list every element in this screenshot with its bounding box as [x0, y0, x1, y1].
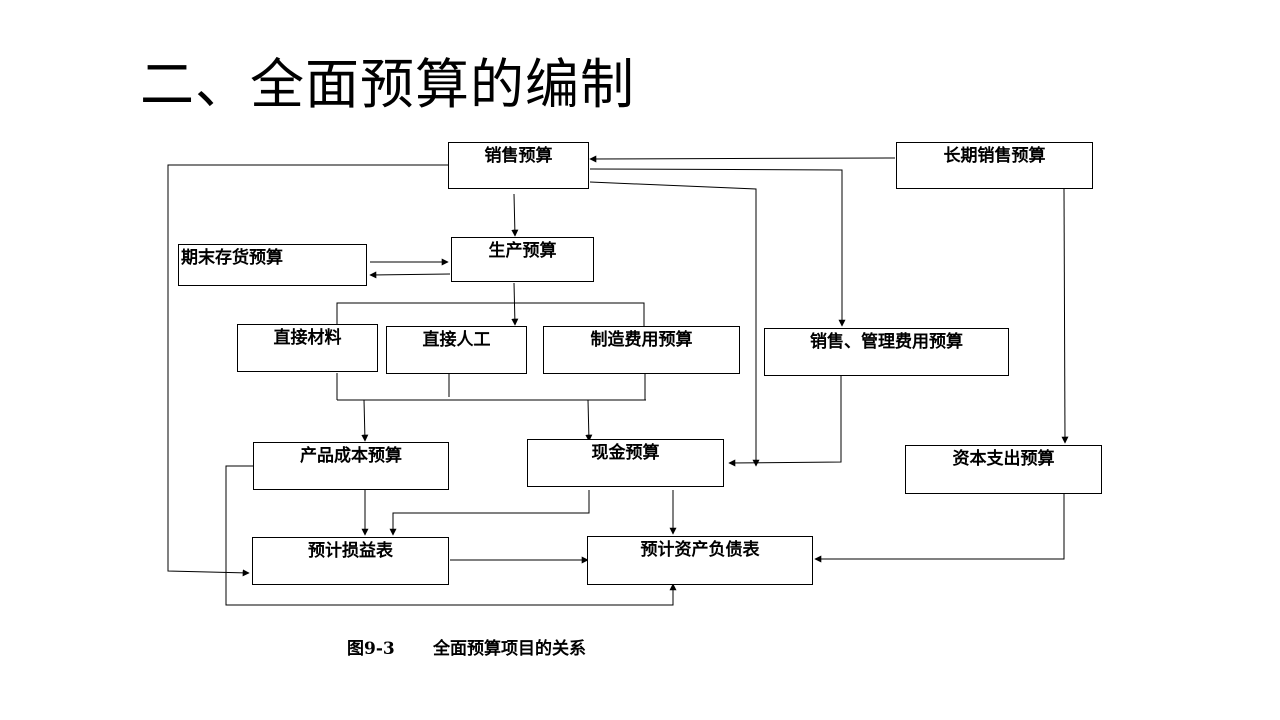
- slide-title: 二、全面预算的编制: [140, 53, 635, 116]
- node-long-term-sales-budget: 长期销售预算: [896, 142, 1093, 189]
- node-product-cost-budget: 产品成本预算: [253, 442, 449, 490]
- node-ending-inventory-budget: 期末存货预算: [178, 244, 367, 286]
- arrow-sales-to-cash: [589, 181, 760, 467]
- node-direct-labor: 直接人工: [386, 326, 527, 374]
- node-cash-budget: 现金预算: [527, 439, 724, 487]
- node-manufacturing-overhead-budget: 制造费用预算: [543, 326, 740, 374]
- arrow-long-term-to-capex: [1061, 188, 1069, 444]
- arrow-production-down: [511, 282, 519, 326]
- arrow-long-term-to-sales: [589, 155, 896, 163]
- arrow-costs-to-cash: [585, 399, 593, 442]
- figure-number: 图9-3: [347, 639, 395, 659]
- arrow-sales-to-income: [167, 164, 448, 577]
- arrow-selling-admin-to-cash: [728, 376, 842, 467]
- arrow-cash-to-income: [389, 490, 590, 536]
- arrow-sales-to-production: [511, 193, 519, 237]
- node-budgeted-income-statement: 预计损益表: [252, 537, 449, 585]
- arrow-capex-to-balance: [814, 493, 1065, 563]
- production-branch-line: [336, 302, 645, 327]
- arrow-sales-to-selling-admin: [589, 168, 846, 327]
- arrow-product-cost-to-balance: [225, 465, 677, 606]
- node-direct-materials: 直接材料: [237, 324, 378, 372]
- node-production-budget: 生产预算: [451, 237, 594, 282]
- node-selling-admin-expense-budget: 销售、管理费用预算: [764, 328, 1009, 376]
- node-budgeted-balance-sheet: 预计资产负债表: [587, 536, 813, 585]
- arrow-costs-to-product-cost: [361, 399, 369, 442]
- figure-caption: 全面预算项目的关系: [433, 639, 586, 659]
- arrow-production-to-inventory: [369, 271, 451, 279]
- node-capital-expenditure-budget: 资本支出预算: [905, 445, 1102, 494]
- node-sales-budget: 销售预算: [448, 142, 589, 189]
